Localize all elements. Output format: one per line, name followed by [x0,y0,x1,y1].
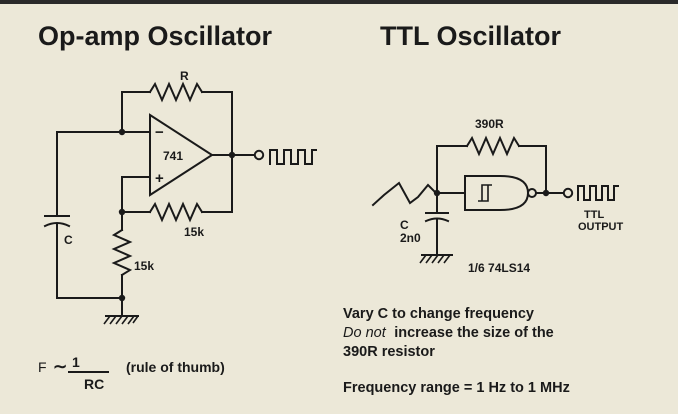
opamp-symbol [149,113,214,197]
node-ttl-output [542,189,550,197]
node-inverting [118,128,126,136]
resistor-r [148,81,204,103]
formula-numerator: 1 [72,354,80,370]
resistor-15k-feedback-label: 15k [184,225,204,239]
frequency-formula: F ∼ 1 RC (rule of thumb) [38,354,225,392]
resistor-15k-divider [111,228,133,277]
capacitor-label: C [64,233,73,247]
wire-pfb-right [201,156,233,213]
note-vary-c: Vary C to change frequency [343,306,534,322]
ttl-output-terminal [562,187,574,199]
wire-ttl-feedback-right [518,145,547,194]
wire-cap-bottom [56,223,123,299]
ttl-chip-label: 1/6 74LS14 [468,261,530,275]
ttl-square-wave-icon [577,185,619,201]
resistor-15k-feedback [148,201,204,223]
opamp-chip-label: 741 [163,149,183,163]
wire-feedback-left [121,91,151,133]
top-edge [0,0,678,4]
formula-note: (rule of thumb) [126,359,225,375]
ttl-cap-value: 2n0 [400,231,421,245]
inverter-bubble [527,188,537,198]
note-line2: Do not increase the size of the [343,324,554,341]
ttl-output-label-line2: OUTPUT [578,221,624,233]
square-wave-icon [269,149,317,165]
formula-approx: ∼ [53,357,67,376]
ttl-circuit: 390R TTL OUTPUT C 2n0 1/6 74LS14 [371,117,624,275]
note-do-not: Do not [343,325,387,341]
opamp-title: Op-amp Oscillator [38,21,273,51]
hysteresis-icon [478,184,492,202]
output-terminal [253,149,265,161]
resistor-390r [465,135,521,157]
notes-block: Vary C to change frequency Do not increa… [343,306,570,396]
formula-f: F [38,359,47,375]
wire-ttl-feedback-left [436,145,468,194]
node-output [228,151,236,159]
opamp-minus: − [155,124,164,141]
resistor-r-label: R [180,69,189,83]
wire-noninverting [121,176,151,231]
ttl-output-label-line1: TTL [584,209,604,221]
ttl-title: TTL Oscillator [380,21,562,51]
triangle-wave-icon [371,181,438,207]
opamp-plus: + [155,170,164,187]
ttl-resistor-label: 390R [475,117,504,131]
wire-feedback-right [201,91,233,158]
note-increase: increase the size of the [394,325,554,341]
note-390r: 390R resistor [343,344,435,360]
opamp-circuit: 741 − + 15k R 15k C [43,69,317,325]
formula-denominator: RC [84,376,104,392]
schmitt-inverter-gate [464,175,530,211]
ttl-cap-name: C [400,218,409,232]
ground-icon [103,315,139,325]
note-frequency-range: Frequency range = 1 Hz to 1 MHz [343,380,570,396]
ttl-ground-icon [419,254,451,264]
resistor-15k-divider-label: 15k [134,259,154,273]
